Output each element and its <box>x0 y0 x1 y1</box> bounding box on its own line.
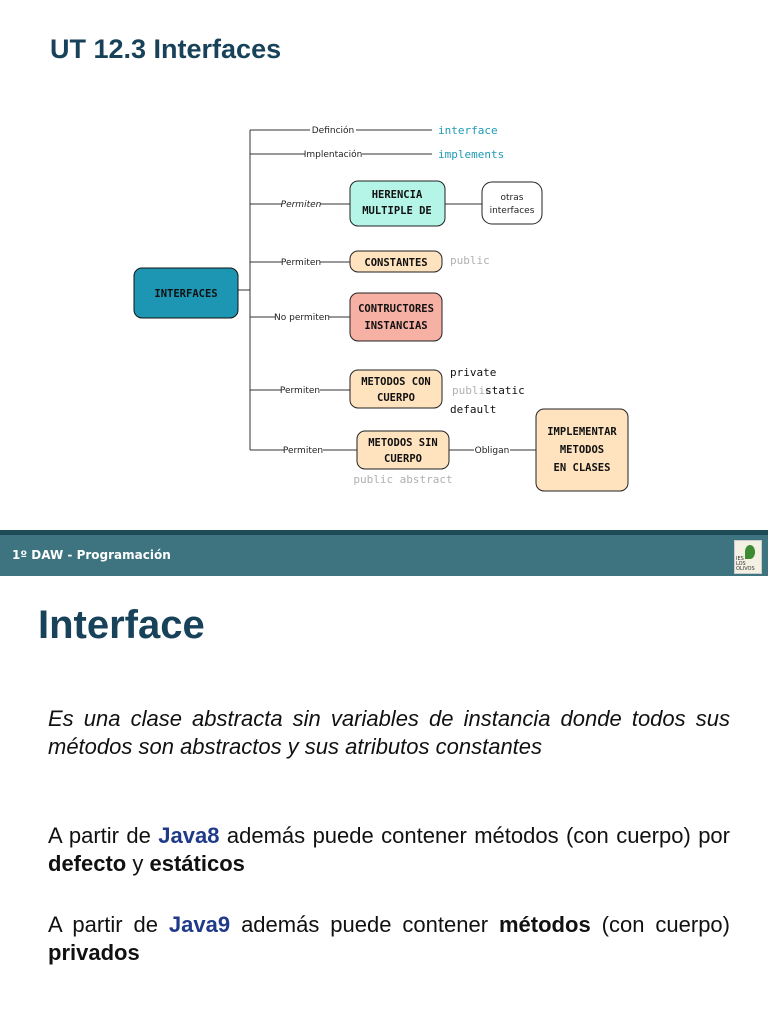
edge-label-definicion: Definción <box>312 125 355 136</box>
node-metodos-sin-line1: METODOS SIN <box>368 437 438 449</box>
node-constantes-label: CONSTANTES <box>364 257 427 269</box>
node-contructores-line2: INSTANCIAS <box>364 320 427 332</box>
keyword-interface: interface <box>438 124 498 137</box>
modifier-private: private <box>450 366 496 379</box>
node-metodos-con-line2: CUERPO <box>377 392 415 404</box>
java9-paragraph: A partir de Java9 además puede contener … <box>48 912 730 965</box>
node-contructores-line1: CONTRUCTORES <box>358 303 434 315</box>
edge-label-obligan: Obligan <box>475 446 510 456</box>
otras-line1: otras <box>501 193 524 203</box>
node-herencia-line1: HERENCIA <box>372 189 423 201</box>
java9-label: Java9 <box>168 912 231 937</box>
modifier-public: public <box>452 384 492 397</box>
node-otras-interfaces: otras interfaces <box>481 181 543 225</box>
note-public: public <box>450 254 490 267</box>
slide-title: UT 12.3 Interfaces <box>50 34 282 64</box>
edge-label-permiten-herencia: Permiten <box>281 200 322 210</box>
modifier-static: static <box>485 384 525 397</box>
section-title: Interface <box>38 603 205 647</box>
edge-label-no-permiten: No permiten <box>274 313 330 323</box>
modifier-default: default <box>450 403 496 416</box>
interfaces-diagram: INTERFACES Definción interface Implentac… <box>133 124 629 492</box>
definition-paragraph: Es una clase abstracta sin variables de … <box>48 706 730 759</box>
node-implementar-metodos: IMPLEMENTAR METODOS EN CLASES <box>535 408 629 492</box>
node-implementar-line1: IMPLEMENTAR <box>547 426 617 438</box>
note-public-abstract: public abstract <box>353 473 452 486</box>
node-implementar-line2: METODOS <box>560 444 604 456</box>
root-label: INTERFACES <box>154 288 217 300</box>
node-herencia: HERENCIA MULTIPLE DE <box>349 180 446 227</box>
node-herencia-line2: MULTIPLE DE <box>362 205 432 217</box>
root-node: INTERFACES <box>133 267 239 319</box>
edge-label-permiten-constantes: Permiten <box>281 258 321 268</box>
node-metodos-con-line1: METODOS CON <box>361 376 431 388</box>
node-constantes: CONSTANTES <box>349 250 443 273</box>
java8-label: Java8 <box>158 823 220 848</box>
course-label: 1º DAW - Programación <box>12 548 171 562</box>
otras-line2: interfaces <box>490 206 535 216</box>
edge-label-implementacion: Implentación <box>304 149 363 160</box>
java8-paragraph: A partir de Java8 además puede contener … <box>48 823 730 876</box>
node-metodos-con-cuerpo: METODOS CON CUERPO <box>349 369 443 409</box>
node-contructores: CONTRUCTORES INSTANCIAS <box>349 292 443 342</box>
node-metodos-sin-line2: CUERPO <box>384 453 422 465</box>
node-implementar-line3: EN CLASES <box>554 462 611 474</box>
edge-label-permiten-metodos-con: Permiten <box>280 386 320 396</box>
node-metodos-sin-cuerpo: METODOS SIN CUERPO <box>356 430 450 470</box>
edge-label-permiten-metodos-sin: Permiten <box>283 446 323 456</box>
keyword-implements: implements <box>438 148 504 161</box>
olive-leaf-icon <box>745 545 755 559</box>
